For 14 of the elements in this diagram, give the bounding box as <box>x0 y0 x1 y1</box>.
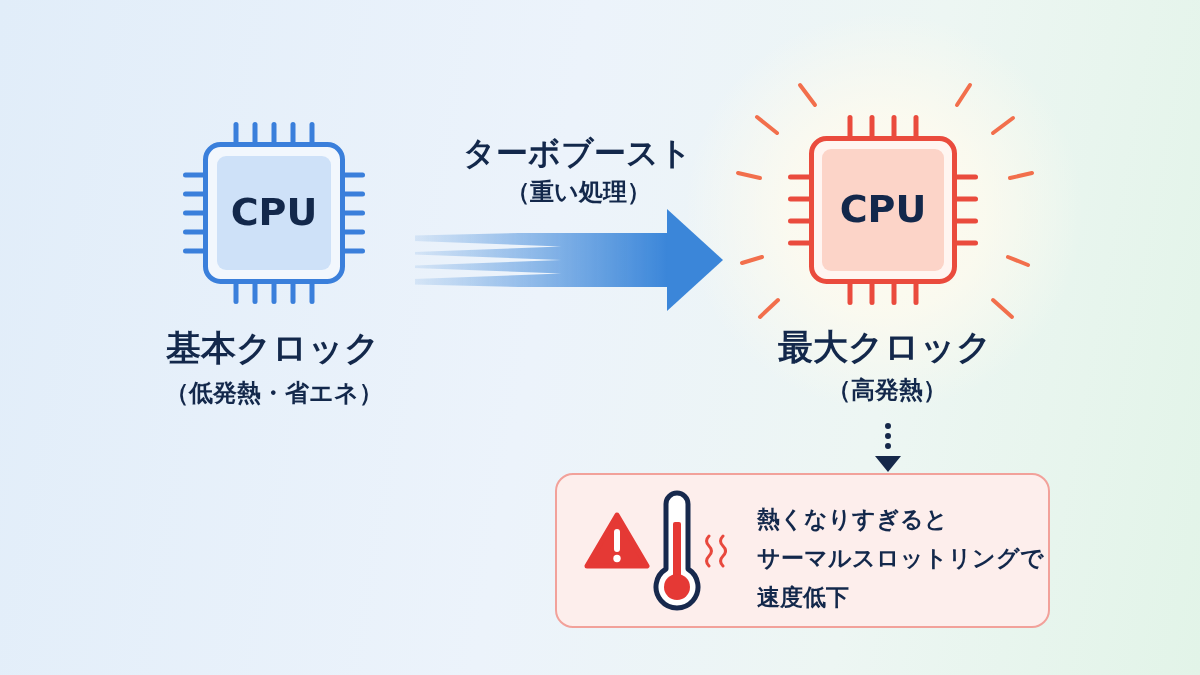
chip-caption: 基本クロック <box>166 327 380 369</box>
warning-box <box>555 473 1050 628</box>
chip-label: CPU <box>230 190 318 236</box>
warning-text: 熱くなりすぎるとサーマルスロットリングで速度低下 <box>757 504 1045 612</box>
chip-subcaption: （高発熱） <box>827 375 947 405</box>
dotted-arrow <box>875 423 901 472</box>
edge-note: （重い処理） <box>505 177 651 207</box>
edge-label: ターボブースト <box>462 133 692 173</box>
chip-label: CPU <box>839 187 927 233</box>
block-arrow <box>415 209 723 311</box>
cpu-chip <box>788 115 978 305</box>
chip-caption: 最大クロック <box>778 326 992 368</box>
chip-subcaption: （低発熱・省エネ） <box>165 378 383 408</box>
cpu-chip <box>183 122 365 304</box>
